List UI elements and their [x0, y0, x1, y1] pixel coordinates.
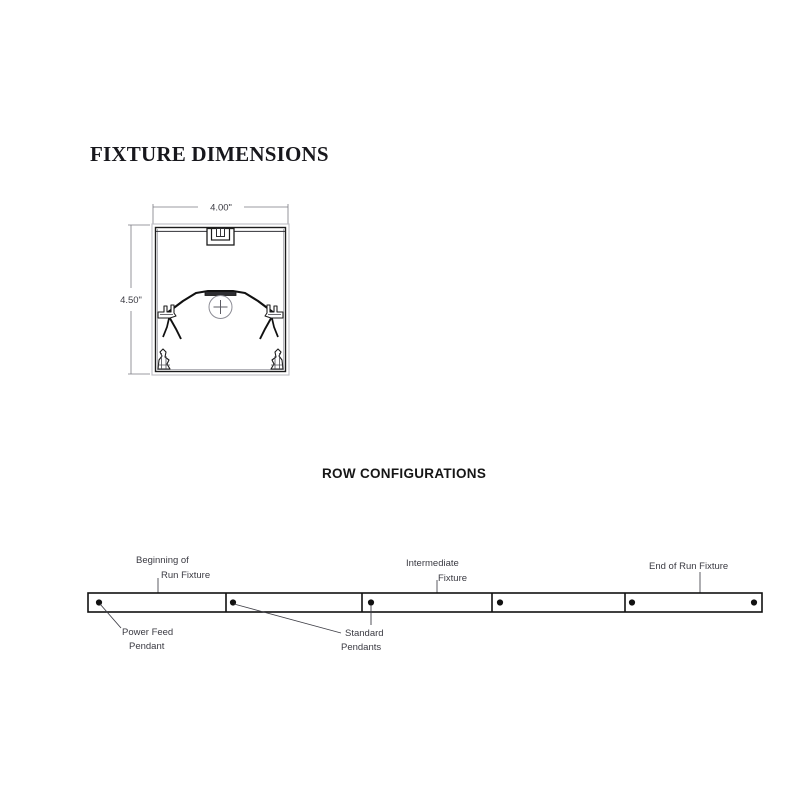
- callout-standard-line1: Standard: [345, 628, 384, 639]
- pendant-dot-standard: [367, 599, 375, 606]
- fixture-housing: [151, 223, 290, 376]
- pendant-dot-standard: [628, 599, 636, 606]
- upper-callout-leaders: [157, 572, 701, 593]
- lower-callout-leaders: [99, 603, 372, 634]
- pendant-dots: [95, 599, 758, 606]
- page-title-fixture-dimensions: FIXTURE DIMENSIONS: [90, 142, 329, 166]
- callout-intermediate-line2: Fixture: [438, 573, 467, 584]
- callout-intermediate-line1: Intermediate: [406, 558, 459, 569]
- height-dimension-label: 4.50": [120, 295, 142, 306]
- callout-power-feed-pendant: Power Feed Pendant: [122, 627, 173, 652]
- section-title-row-configurations: ROW CONFIGURATIONS: [322, 466, 487, 481]
- callout-standard-pendants: Standard Pendants: [341, 628, 384, 653]
- lens-clip-right-detail: [264, 304, 284, 319]
- corner-detail-right: [270, 348, 284, 370]
- callout-power-feed-line1: Power Feed: [122, 627, 173, 638]
- mounting-bracket-icon: [156, 227, 285, 246]
- callout-intermediate-fixture: Intermediate Fixture: [406, 558, 467, 584]
- callout-beginning-line1: Beginning of: [136, 555, 189, 566]
- callout-beginning-of-run-fixture: Beginning of Run Fixture: [136, 555, 210, 581]
- width-dimension-label: 4.00": [210, 203, 232, 214]
- callout-beginning-line2: Run Fixture: [161, 570, 210, 581]
- pendant-dot-standard: [750, 599, 758, 606]
- lens-clip-left-detail: [157, 304, 177, 319]
- callout-end-of-run-fixture: End of Run Fixture: [649, 561, 728, 572]
- callout-standard-line2: Pendants: [341, 642, 381, 653]
- pendant-dot-standard: [496, 599, 504, 606]
- width-dimension: 4.00": [152, 203, 289, 224]
- callout-end-line1: End of Run Fixture: [649, 561, 728, 572]
- lamp-icon: [208, 295, 233, 319]
- fixture-run-bar: [87, 592, 763, 613]
- callout-power-feed-line2: Pendant: [129, 641, 165, 652]
- corner-detail-left: [157, 348, 171, 370]
- height-dimension: 4.50": [120, 224, 150, 375]
